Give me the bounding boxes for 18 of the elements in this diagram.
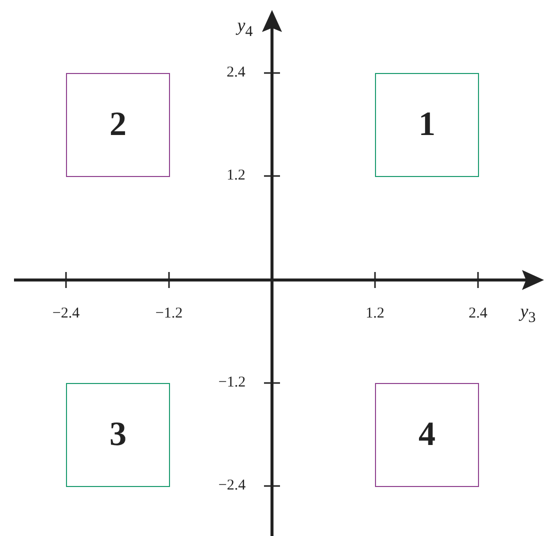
tick-label: −2.4	[218, 478, 246, 494]
tick-label: −1.2	[218, 376, 246, 390]
quadrant-number: 3	[110, 418, 126, 452]
tick-label: −2.4	[52, 306, 80, 322]
quadrant-number: 4	[418, 418, 436, 452]
axis-label: y$_{3}$	[520, 302, 536, 326]
axis-label: y$_{4}$	[237, 16, 253, 40]
quadrant-square	[66, 73, 170, 177]
tick-label: −1.2	[155, 306, 183, 322]
quadrant-square	[375, 383, 479, 487]
quadrant-square	[66, 383, 170, 487]
tick-label: 2.4	[468, 306, 488, 322]
tick-label: 1.2	[366, 306, 384, 322]
quadrant-number: 1	[418, 108, 436, 142]
tick-label: 2.4	[226, 66, 246, 80]
tick-label: 1.2	[226, 168, 246, 184]
quadrant-square	[375, 73, 479, 177]
quadrant-number: 2	[110, 108, 126, 142]
